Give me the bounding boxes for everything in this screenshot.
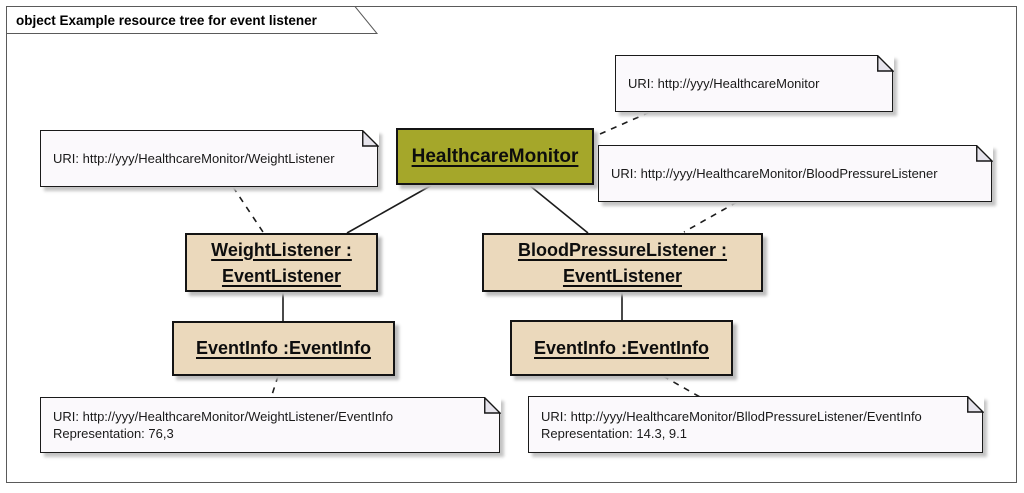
note-fold-icon: [361, 129, 379, 147]
note-text-line2: Representation: 76,3: [53, 426, 174, 441]
connector-weightlistener-note: [232, 186, 264, 233]
connector-monitor-to-weightlistener: [346, 184, 433, 234]
note-weight-listener-uri: URI: http://yyy/HealthcareMonitor/Weight…: [40, 129, 379, 187]
object-label-line1: WeightListener :: [211, 239, 352, 260]
note-blood-pressure-listener-uri: URI: http://yyy/HealthcareMonitor/BloodP…: [598, 144, 993, 202]
note-text: URI: http://yyy/HealthcareMonitor: [628, 76, 820, 91]
note-fold-icon: [876, 54, 894, 72]
object-label: EventInfo :EventInfo: [534, 337, 709, 358]
note-monitor-uri: URI: http://yyy/HealthcareMonitor: [615, 54, 894, 112]
note-fold-icon: [483, 396, 501, 414]
note-text-line2: Representation: 14.3, 9.1: [541, 425, 687, 441]
note-weight-event-info: URI: http://yyy/HealthcareMonitor/Weight…: [40, 396, 501, 453]
title-tab-shape: [6, 6, 379, 34]
object-event-info-right: EventInfo :EventInfo: [510, 320, 733, 376]
object-healthcare-monitor: HealthcareMonitor: [396, 128, 594, 185]
note-text: URI: http://yyy/HealthcareMonitor/BloodP…: [611, 166, 938, 181]
object-label: EventInfo :EventInfo: [196, 338, 371, 358]
note-text-line1: URI: http://yyy/HealthcareMonitor/Weight…: [53, 409, 394, 424]
connector-bloodpressurelistener-note: [683, 201, 738, 233]
object-event-info-left: EventInfo :EventInfo: [172, 321, 395, 376]
object-label-line1: BloodPressureListener :: [517, 239, 728, 260]
object-blood-pressure-listener: BloodPressureListener : EventListener: [482, 233, 763, 292]
note-fold-icon: [966, 395, 984, 413]
note-blood-pressure-event-info: URI: http://yyy/HealthcareMonitor/BllodP…: [528, 395, 984, 453]
connector-eventinfo-right-note: [662, 375, 701, 398]
object-weight-listener: WeightListener : EventListener: [185, 233, 378, 292]
object-label-line2: EventListener: [562, 265, 683, 286]
connector-eventinfo-left-note: [270, 375, 279, 399]
note-text-line1: URI: http://yyy/HealthcareMonitor/BllodP…: [541, 408, 922, 424]
diagram-title: object Example resource tree for event l…: [16, 13, 317, 28]
diagram-frame: [6, 6, 1017, 483]
note-fold-icon: [975, 144, 993, 162]
connector-monitor-to-bloodpressurelistener: [528, 184, 589, 234]
object-label: HealthcareMonitor: [411, 145, 579, 167]
note-text: URI: http://yyy/HealthcareMonitor/Weight…: [53, 151, 335, 166]
connector-monitor-note: [599, 111, 651, 135]
object-label-line2: EventListener: [221, 265, 342, 286]
